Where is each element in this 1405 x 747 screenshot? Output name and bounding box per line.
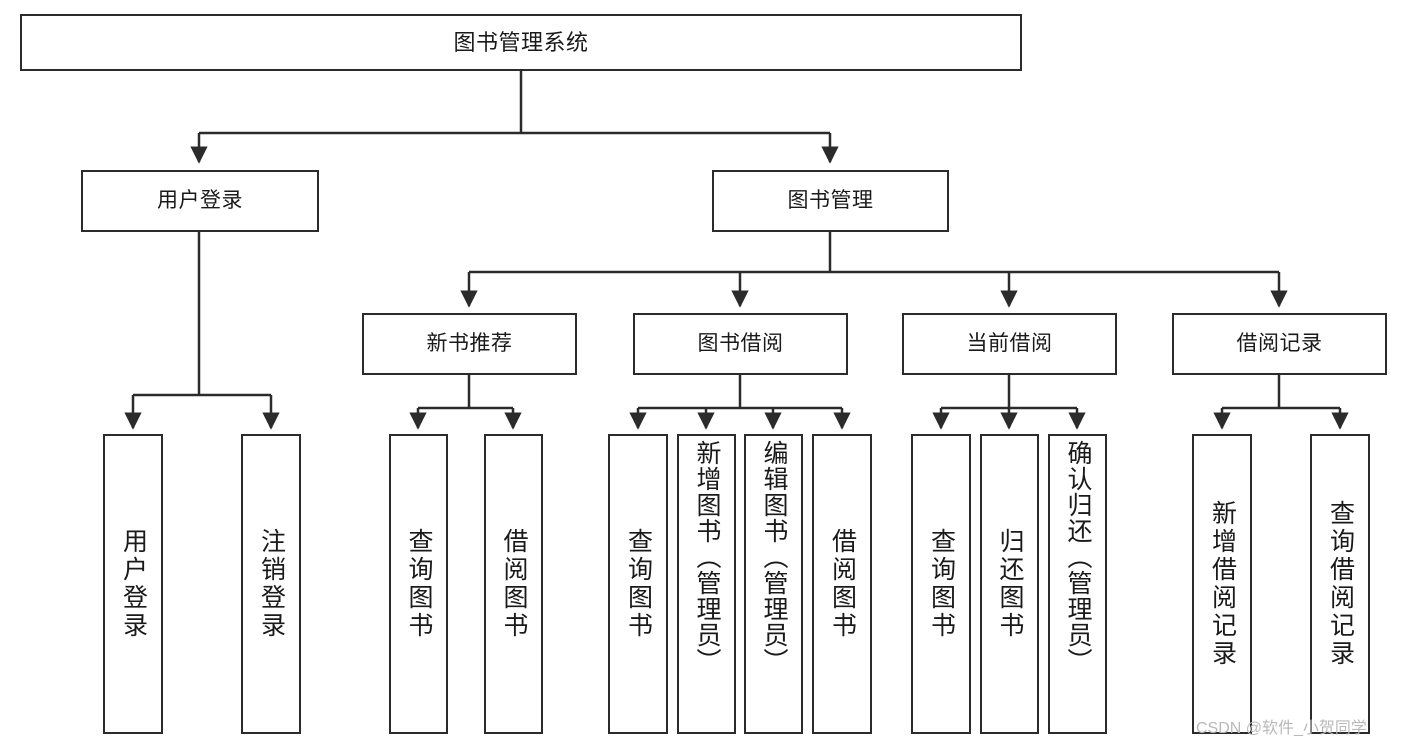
node-user-login[interactable]: 用户登录 xyxy=(81,170,319,232)
node-leaf-add-borrow-record[interactable]: 新增借阅记录 xyxy=(1192,434,1252,734)
node-leaf-borrow-book-1[interactable]: 借阅图书 xyxy=(484,434,543,734)
node-leaf-user-login[interactable]: 用户登录 xyxy=(103,434,163,734)
node-label: 新增图书（管理员） xyxy=(693,440,721,674)
node-leaf-query-book-2[interactable]: 查询图书 xyxy=(608,434,668,734)
node-leaf-return-book[interactable]: 归还图书 xyxy=(980,434,1039,734)
node-book-borrow[interactable]: 图书借阅 xyxy=(633,313,848,375)
node-leaf-logout-login[interactable]: 注销登录 xyxy=(241,434,301,734)
node-label: 归还图书 xyxy=(996,528,1024,640)
node-label: 图书管理系统 xyxy=(453,29,589,55)
node-label: 新书推荐 xyxy=(426,331,513,355)
node-label: 用户登录 xyxy=(157,188,243,212)
node-new-book-recommend[interactable]: 新书推荐 xyxy=(362,313,577,375)
node-leaf-borrow-book-2[interactable]: 借阅图书 xyxy=(812,434,872,734)
node-book-management[interactable]: 图书管理 xyxy=(712,170,949,232)
node-label: 注销登录 xyxy=(257,528,286,640)
node-leaf-edit-book-admin[interactable]: 编辑图书（管理员） xyxy=(744,434,803,734)
node-leaf-confirm-return-admin[interactable]: 确认归还（管理员） xyxy=(1048,434,1107,734)
node-leaf-query-book-1[interactable]: 查询图书 xyxy=(389,434,448,734)
node-label: 图书借阅 xyxy=(697,331,784,355)
node-borrow-record[interactable]: 借阅记录 xyxy=(1172,313,1387,375)
node-label: 查询图书 xyxy=(405,528,433,640)
node-label: 借阅图书 xyxy=(828,528,857,640)
node-leaf-query-borrow-record[interactable]: 查询借阅记录 xyxy=(1310,434,1370,734)
node-label: 查询借阅记录 xyxy=(1326,500,1355,668)
node-label: 图书管理 xyxy=(787,188,874,212)
node-label: 借阅记录 xyxy=(1236,331,1323,355)
node-leaf-query-book-3[interactable]: 查询图书 xyxy=(911,434,971,734)
node-label: 查询图书 xyxy=(624,528,653,640)
node-current-borrow[interactable]: 当前借阅 xyxy=(902,313,1117,375)
node-label: 确认归还（管理员） xyxy=(1064,440,1092,674)
node-label: 借阅图书 xyxy=(500,528,528,640)
node-root-library-management-system[interactable]: 图书管理系统 xyxy=(20,14,1022,71)
node-label: 当前借阅 xyxy=(966,331,1053,355)
node-label: 新增借阅记录 xyxy=(1208,500,1237,668)
node-leaf-add-book-admin[interactable]: 新增图书（管理员） xyxy=(677,434,736,734)
node-label: 用户登录 xyxy=(119,528,148,640)
csdn-watermark: CSDN @软件_小贺同学 xyxy=(1196,720,1367,737)
node-label: 查询图书 xyxy=(927,528,956,640)
node-label: 编辑图书（管理员） xyxy=(760,440,788,674)
